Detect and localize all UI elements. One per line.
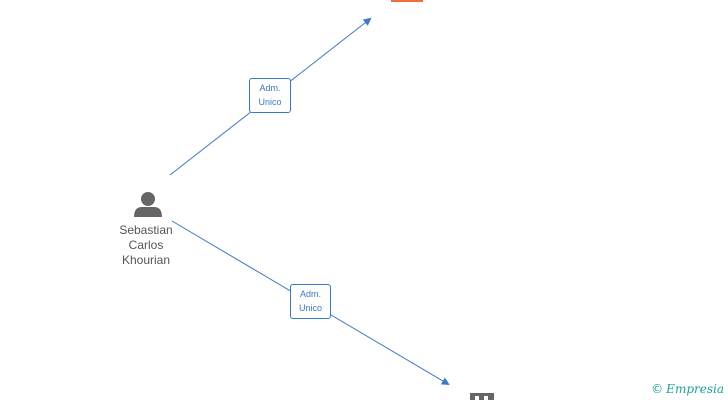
edge-role-label-top: Adm. Unico [249, 78, 291, 113]
brand-rest: mpresia [674, 382, 724, 396]
person-name-line: Sebastian [119, 223, 173, 237]
edge-role-label-bottom: Adm. Unico [290, 284, 331, 319]
copyright-symbol: © [651, 382, 664, 396]
person-name-line: Carlos [128, 238, 164, 252]
person-name-line: Khourian [121, 253, 171, 267]
company-icon[interactable] [391, 0, 423, 2]
edge-role-line: Adm. [299, 289, 321, 299]
person-icon[interactable] [134, 192, 162, 217]
edge-role-line: Unico [258, 97, 282, 107]
empresia-watermark: ©Empresia [651, 382, 724, 396]
brand-initial: E [666, 382, 675, 396]
person-name-label[interactable]: Sebastian Carlos Khourian [106, 223, 186, 268]
building-icon[interactable] [470, 393, 494, 400]
edge-role-line: Unico [298, 303, 322, 313]
edge-role-line: Adm. [259, 83, 281, 93]
